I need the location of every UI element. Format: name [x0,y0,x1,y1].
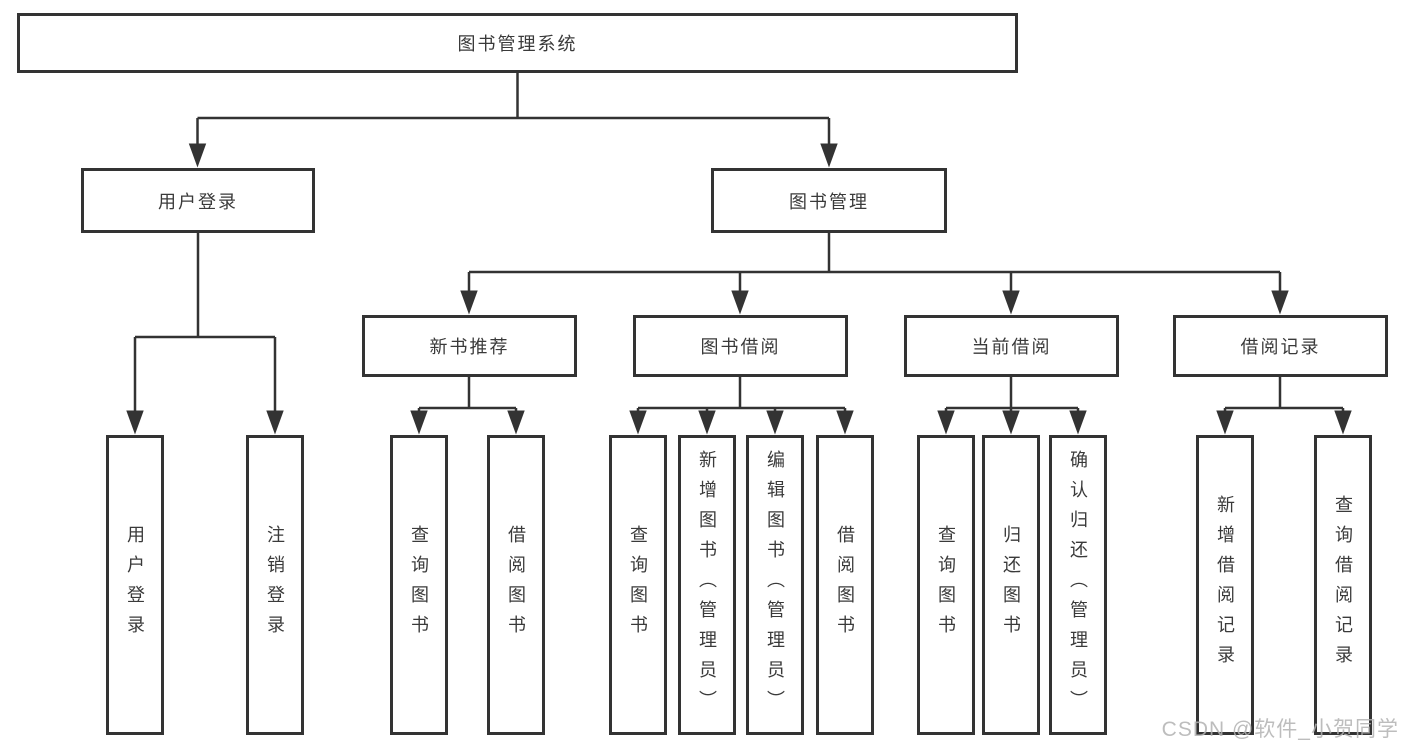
leaf-query-borrow-record-label: 查询借阅记录 [1333,495,1353,675]
leaf-borrow-books-borrowing: 借阅图书 [816,435,874,735]
node-borrow-records: 借阅记录 [1173,315,1388,377]
node-new-book-recommend-label: 新书推荐 [429,337,510,357]
node-book-borrowing-label: 图书借阅 [700,337,781,357]
node-book-management-label: 图书管理 [789,191,869,212]
leaf-borrow-books-recommend-label: 借阅图书 [506,525,526,645]
leaf-user-login-label: 用户登录 [125,525,145,645]
leaf-confirm-return-admin-label: 确认归还（管理员） [1068,450,1088,720]
node-book-borrowing: 图书借阅 [633,315,848,377]
leaf-edit-books-admin-label: 编辑图书（管理员） [765,450,785,720]
leaf-return-books-label: 归还图书 [1001,525,1021,645]
node-book-management: 图书管理 [711,168,947,233]
leaf-user-login: 用户登录 [106,435,164,735]
leaf-logout: 注销登录 [246,435,304,735]
leaf-add-borrow-record: 新增借阅记录 [1196,435,1254,735]
leaf-logout-label: 注销登录 [265,525,285,645]
leaf-query-books-recommend: 查询图书 [390,435,448,735]
node-borrow-records-label: 借阅记录 [1240,337,1321,357]
leaf-query-books-borrowing: 查询图书 [609,435,667,735]
leaf-add-books-admin: 新增图书（管理员） [678,435,736,735]
node-root-label: 图书管理系统 [457,34,578,54]
leaf-borrow-books-recommend: 借阅图书 [487,435,545,735]
node-user-login: 用户登录 [81,168,315,233]
leaf-return-books: 归还图书 [982,435,1040,735]
leaf-edit-books-admin: 编辑图书（管理员） [746,435,804,735]
leaf-query-books-current-label: 查询图书 [936,525,956,645]
leaf-query-books-recommend-label: 查询图书 [409,525,429,645]
node-user-login-label: 用户登录 [158,191,238,212]
leaf-add-borrow-record-label: 新增借阅记录 [1215,495,1235,675]
node-current-borrowing: 当前借阅 [904,315,1119,377]
node-new-book-recommend: 新书推荐 [362,315,577,377]
leaf-add-books-admin-label: 新增图书（管理员） [697,450,717,720]
leaf-borrow-books-borrowing-label: 借阅图书 [835,525,855,645]
leaf-confirm-return-admin: 确认归还（管理员） [1049,435,1107,735]
node-root: 图书管理系统 [17,13,1018,73]
leaf-query-books-current: 查询图书 [917,435,975,735]
leaf-query-books-borrowing-label: 查询图书 [628,525,648,645]
watermark: CSDN @软件_小贺同学 [1161,718,1399,741]
node-current-borrowing-label: 当前借阅 [971,337,1052,357]
leaf-query-borrow-record: 查询借阅记录 [1314,435,1372,735]
